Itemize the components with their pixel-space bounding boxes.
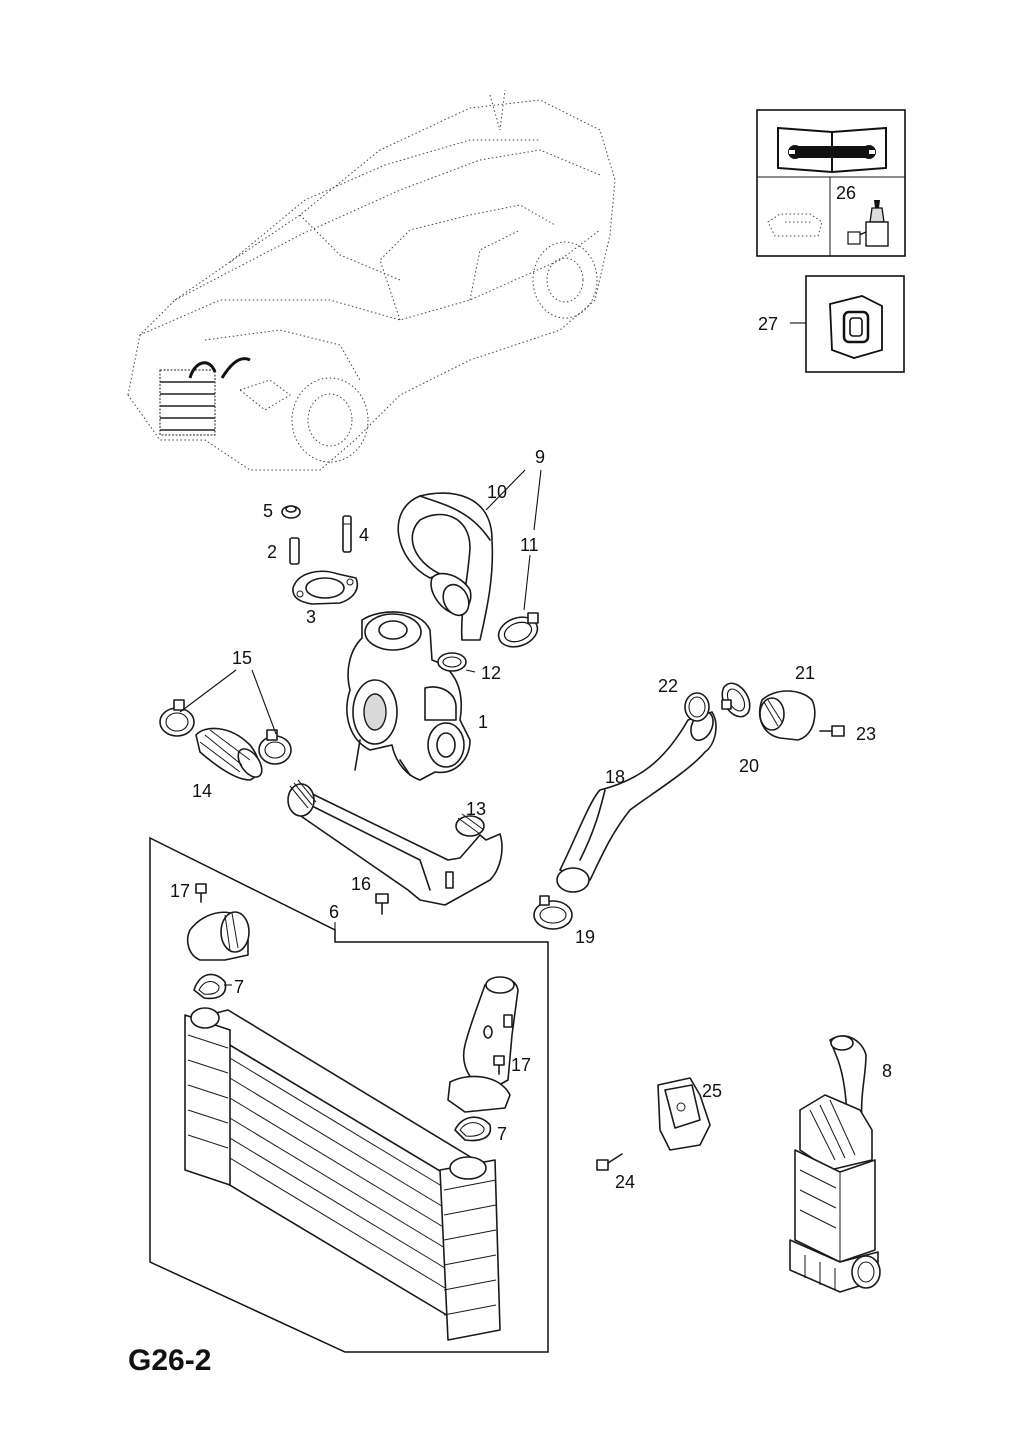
part-gasket-3 (292, 570, 359, 605)
part-clamp-19 (533, 895, 573, 930)
part-oring-22 (684, 692, 710, 722)
clip-frame: 27 (758, 275, 905, 373)
callout-13: 13 (466, 799, 486, 819)
part-bracket-25 (657, 1077, 711, 1151)
clip-icon (829, 295, 883, 359)
assembly-frame-6: 6 17 7 (149, 836, 549, 1353)
callout-12: 12 (481, 663, 501, 683)
callout-24: 24 (615, 1172, 635, 1192)
part-clamp-12 (437, 652, 467, 672)
manual-wrench-icon (777, 126, 887, 174)
callout-2: 2 (267, 542, 277, 562)
callout-23: 23 (856, 724, 876, 744)
part-hose-18 (556, 710, 717, 893)
part-elbow-21 (758, 690, 816, 741)
part-stud-2 (289, 537, 300, 565)
callout-17a: 17 (170, 881, 190, 901)
callout-27: 27 (758, 314, 778, 334)
part-pipe-upper (447, 976, 519, 1113)
manual-frame: 26 (756, 109, 906, 257)
part-stud-4 (342, 515, 352, 553)
part-bolt-24 (596, 1153, 623, 1171)
part-gasket-7a (193, 973, 227, 1000)
part-pipe-13 (287, 779, 503, 906)
part-gasket-7b (454, 1116, 492, 1142)
part-elbow-adapter (186, 911, 250, 961)
callout-9: 9 (535, 447, 545, 467)
diagram-code: G26-2 (128, 1344, 211, 1377)
part-bolt-23 (819, 725, 845, 737)
callout-4: 4 (359, 525, 369, 545)
callout-11: 11 (520, 535, 539, 555)
engine-small-icon (767, 213, 823, 237)
callout-7a: 7 (234, 977, 244, 997)
callout-16: 16 (351, 874, 371, 894)
car-grille (159, 369, 216, 436)
callout-15: 15 (232, 648, 252, 668)
callout-7b: 7 (497, 1124, 507, 1144)
callout-8: 8 (882, 1061, 892, 1081)
callout-26: 26 (836, 183, 856, 203)
callout-25: 25 (702, 1081, 722, 1101)
part-intercooler-8 (789, 1035, 881, 1293)
callout-3: 3 (306, 607, 316, 627)
part-nut-5 (281, 505, 301, 519)
part-bolt-16 (375, 893, 389, 915)
part-hose-14 (195, 727, 263, 781)
part-hose-10 (397, 492, 494, 641)
callout-18: 18 (605, 767, 625, 787)
part-clamp-11 (497, 612, 539, 648)
callout-21: 21 (795, 663, 815, 683)
callout-19: 19 (575, 927, 595, 947)
callout-5: 5 (263, 501, 273, 521)
sealant-tube-icon (847, 200, 889, 247)
callout-22: 22 (658, 676, 678, 696)
car-outline (127, 89, 616, 471)
part-turbocharger-1 (346, 611, 471, 781)
part-bolt-17b (493, 1055, 505, 1075)
part-clamp-15a (159, 699, 195, 737)
callout-14: 14 (192, 781, 212, 801)
callout-17b: 17 (511, 1055, 531, 1075)
part-clamp-15b (258, 729, 292, 765)
part-clamp-20 (721, 682, 751, 718)
part-intercooler-core (184, 1007, 501, 1341)
callout-10: 10 (487, 482, 507, 502)
callout-1: 1 (478, 712, 488, 732)
callout-6: 6 (329, 902, 339, 922)
callout-20: 20 (739, 756, 759, 776)
part-bolt-17a (195, 883, 207, 903)
